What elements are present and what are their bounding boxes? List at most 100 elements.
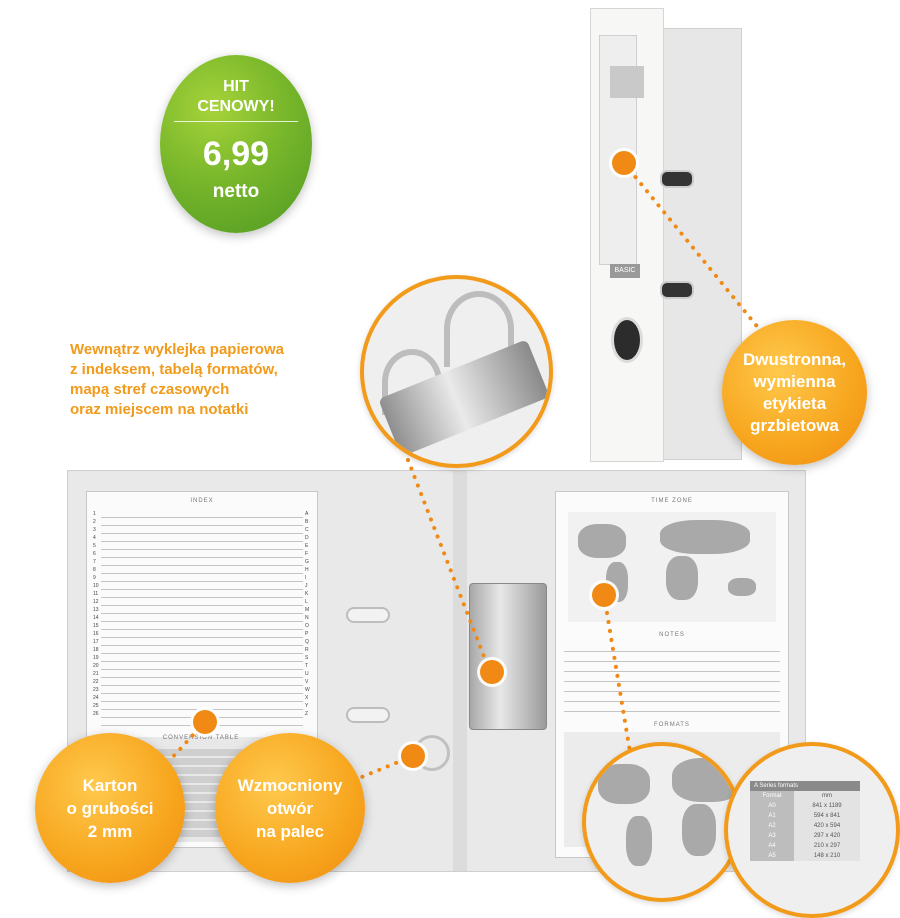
index-number: 4	[93, 535, 96, 541]
index-number: 19	[93, 655, 99, 661]
inside-line-1: Wewnątrz wyklejka papierowa	[70, 341, 284, 358]
inside-line-4: oraz miejscem na notatki	[70, 401, 249, 418]
index-number: 9	[93, 575, 96, 581]
index-letter: I	[305, 575, 307, 581]
index-number: 1	[93, 511, 96, 517]
marker-dot-spine	[612, 151, 636, 175]
index-number: 15	[93, 623, 99, 629]
index-letter: W	[305, 687, 310, 693]
binder-clip-top	[660, 170, 694, 188]
notes-title: NOTES	[659, 632, 685, 638]
index-number: 17	[93, 639, 99, 645]
index-number: 6	[93, 551, 96, 557]
time-zone-title: TIME ZONE	[651, 498, 693, 504]
callout-spine-label: Dwustronna, wymienna etykieta grzbietowa	[722, 320, 867, 465]
binder-clip-bottom	[660, 281, 694, 299]
ring-icon	[444, 291, 514, 367]
index-letter: T	[305, 663, 309, 669]
index-letter: U	[305, 671, 309, 677]
callout-karton-line: 2 mm	[87, 821, 133, 841]
callout-karton-line: Karton	[82, 775, 138, 795]
badge-title: HIT CENOWY!	[160, 77, 312, 117]
index-letter: K	[305, 591, 309, 597]
index-letter: M	[305, 607, 310, 613]
index-letter: X	[305, 695, 309, 701]
index-letter: Q	[305, 639, 309, 645]
callout-label-line: grzbietowa	[750, 415, 839, 435]
formats-title: FORMATS	[654, 722, 690, 728]
index-letter: D	[305, 535, 309, 541]
index-number: 10	[93, 583, 99, 589]
binder-slot-top	[346, 607, 390, 623]
a-series-header-row: Format mm	[750, 791, 860, 801]
index-number: 2	[93, 519, 96, 525]
inside-line-3: mapą stref czasowych	[70, 381, 230, 398]
index-number: 16	[93, 631, 99, 637]
callout-karton-line: o grubości	[66, 798, 154, 818]
index-letter: V	[305, 679, 309, 685]
callout-label-line: Dwustronna,	[743, 349, 846, 369]
binder-product-image: BASIC	[590, 8, 742, 463]
binder-slot-bottom	[346, 707, 390, 723]
index-lines	[101, 510, 303, 726]
badge-price-unit: netto	[212, 181, 260, 202]
connector-map	[602, 593, 635, 772]
index-letter: S	[305, 655, 309, 661]
index-letter: C	[305, 527, 309, 533]
inside-description: Wewnątrz wyklejka papierowa z indeksem, …	[70, 340, 350, 420]
index-letter: H	[305, 567, 309, 573]
index-number: 24	[93, 695, 99, 701]
binder-spine: BASIC	[590, 8, 664, 462]
index-number: 11	[93, 591, 99, 597]
spine-finger-hole	[611, 317, 643, 363]
index-number: 25	[93, 703, 99, 709]
world-map-icon	[610, 66, 644, 98]
price-badge: HIT CENOWY! 6,99 netto	[160, 55, 312, 233]
index-letter: Y	[305, 703, 309, 709]
callout-otwor-line: Wzmocniony	[237, 775, 343, 795]
index-letter: B	[305, 519, 309, 525]
spine-brand-tag: BASIC	[610, 264, 640, 278]
index-letter: R	[305, 647, 309, 653]
callout-karton: Karton o grubości 2 mm	[35, 733, 185, 883]
index-letter: Z	[305, 711, 309, 717]
conversion-title: CONVERSION TABLE	[162, 735, 240, 741]
notes-lines	[564, 642, 780, 712]
binder-inner-spine	[453, 471, 467, 871]
index-number: 5	[93, 543, 96, 549]
index-number: 26	[93, 711, 99, 717]
index-letter: O	[305, 623, 309, 629]
index-number: 12	[93, 599, 99, 605]
index-number: 21	[93, 671, 99, 677]
index-letter: P	[305, 631, 309, 637]
callout-label-line: wymienna	[753, 371, 836, 391]
index-number: 23	[93, 687, 99, 693]
inside-line-2: z indeksem, tabelą formatów,	[70, 361, 278, 378]
callout-finger-hole: Wzmocniony otwór na palec	[215, 733, 365, 883]
connector-mechanism	[406, 458, 492, 674]
index-letter: N	[305, 615, 309, 621]
badge-title-line2: CENOWY!	[197, 98, 275, 115]
index-number: 8	[93, 567, 96, 573]
index-number: 7	[93, 559, 96, 565]
index-letter: E	[305, 543, 309, 549]
col-format: Format	[750, 791, 794, 801]
marker-dot-hole	[401, 744, 425, 768]
index-number: 13	[93, 607, 99, 613]
index-letters: A B C D E F G H I J K L M N O P Q R S T …	[305, 510, 313, 718]
marker-dot-mechanism	[480, 660, 504, 684]
callout-otwor-line: na palec	[255, 821, 325, 841]
index-letter: L	[305, 599, 308, 605]
index-number: 18	[93, 647, 99, 653]
mechanism-zoom	[360, 275, 553, 468]
index-letter: F	[305, 551, 309, 557]
index-letter: G	[305, 559, 309, 565]
index-letter: J	[305, 583, 308, 589]
index-letter: A	[305, 511, 309, 517]
